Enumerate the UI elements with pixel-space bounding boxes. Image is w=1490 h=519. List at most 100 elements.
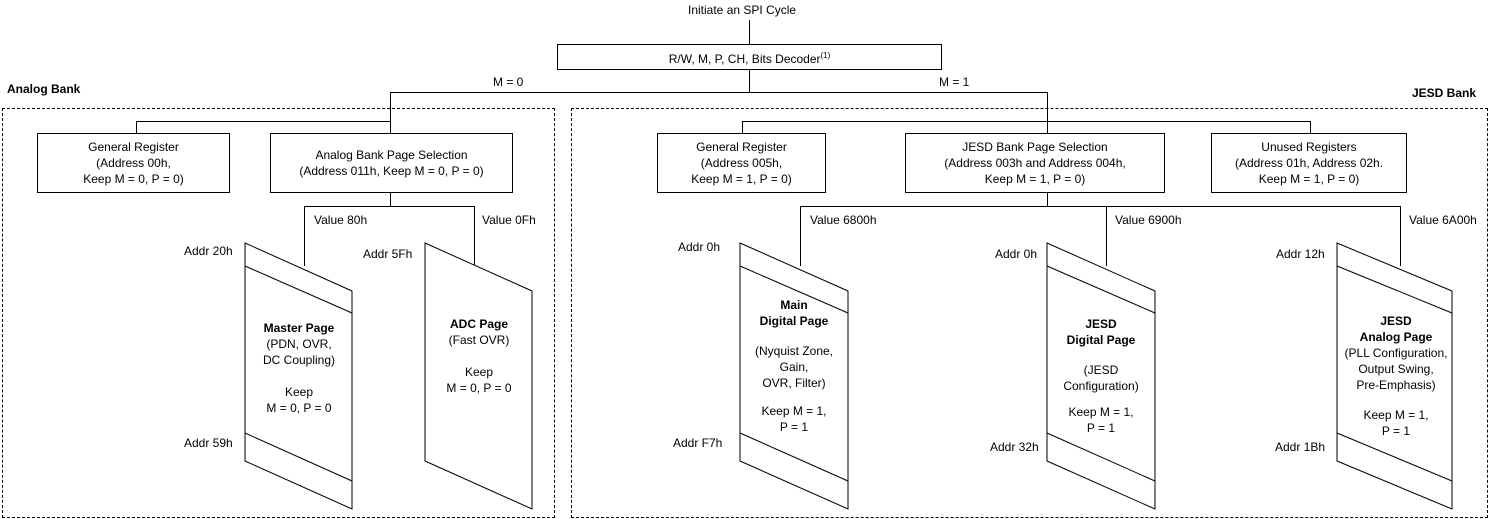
addr-label: Addr F7h [673, 436, 723, 450]
master-page-text: Master Page (PDN, OVR, DC Coupling) Keep… [245, 320, 353, 416]
connector [390, 121, 391, 133]
text-line: JESD Bank Page Selection [962, 140, 1108, 154]
value-label: Value 0Fh [482, 213, 536, 227]
text-line: (PLL Configuration, [1344, 346, 1448, 360]
jesd-general-register-box: General Register (Address 005h, Keep M =… [657, 133, 826, 193]
text-line: Keep M = 1, P = 0) [984, 172, 1086, 186]
text-line: (Address 003h and Address 004h, [944, 156, 1126, 170]
text-line: (Address 00h, [96, 156, 171, 170]
text-line: General Register [88, 140, 179, 154]
branch-label-m0: M = 0 [493, 75, 524, 89]
text-line: P = 1 [779, 420, 809, 434]
value-label: Value 6800h [810, 213, 877, 227]
addr-label: Addr 0h [995, 247, 1038, 261]
value-label: Value 80h [314, 213, 368, 227]
text-line: General Register [696, 140, 787, 154]
text-line: (Address 011h, Keep M = 0, P = 0) [299, 164, 484, 178]
jesd-page-selection-box: JESD Bank Page Selection (Address 003h a… [905, 133, 1165, 193]
text-line: (Nyquist Zone, [754, 344, 834, 358]
connector [304, 206, 305, 266]
decoder-label: R/W, M, P, CH, Bits Decoder [668, 51, 821, 66]
page-title: Main [780, 298, 808, 312]
page-title: JESD [1380, 314, 1412, 328]
text-line: (JESD [1083, 363, 1119, 377]
text-line: OVR, Filter) [762, 376, 826, 390]
text-line: M = 0, P = 0 [266, 401, 332, 415]
text-line: M = 0, P = 0 [446, 381, 512, 395]
main-digital-page-shape [739, 242, 849, 510]
diagram-title: Initiate an SPI Cycle [688, 3, 797, 17]
text-line: Keep M = 1, P = 0) [1258, 172, 1360, 186]
connector [1400, 206, 1401, 266]
decoder-box: R/W, M, P, CH, Bits Decoder(1) [557, 44, 942, 70]
text-line: Output Swing, [1358, 362, 1434, 376]
connector [800, 206, 801, 266]
text-line: (Fast OVR) [448, 333, 510, 347]
jesd-bank-label: JESD Bank [1412, 86, 1477, 100]
connector [304, 206, 475, 207]
connector [136, 121, 137, 133]
text-line: (PDN, OVR, [266, 337, 332, 351]
text-line: Configuration) [1063, 379, 1139, 393]
connector [1047, 121, 1048, 133]
text-line: Keep M = 1, [1363, 408, 1429, 422]
analog-general-register-box: General Register (Address 00h, Keep M = … [37, 133, 230, 193]
analog-bank-region [2, 108, 555, 518]
addr-label: Addr 32h [990, 440, 1039, 454]
text-line: Keep [464, 365, 494, 379]
master-page-shape [244, 242, 353, 510]
connector [742, 121, 743, 133]
adc-page-text: ADC Page (Fast OVR) Keep M = 0, P = 0 [425, 316, 533, 396]
connector [800, 206, 1401, 207]
connector [390, 192, 391, 207]
page-title: Analog Page [1359, 330, 1433, 344]
jesd-digital-page-shape [1046, 242, 1156, 510]
connector [742, 121, 1311, 122]
connector [1047, 192, 1048, 207]
text-line: Gain, [779, 360, 809, 374]
jesd-bank-region [571, 108, 1488, 518]
connector [749, 20, 750, 45]
analog-bank-label: Analog Bank [7, 82, 81, 96]
addr-label: Addr 20h [184, 244, 233, 258]
jesd-digital-page-text: JESD Digital Page (JESD Configuration) K… [1045, 316, 1157, 436]
decoder-footnote: (1) [820, 50, 831, 60]
text-line: Unused Registers [1261, 140, 1357, 154]
text-line: DC Coupling) [262, 353, 336, 367]
analog-page-selection-box: Analog Bank Page Selection (Address 011h… [270, 133, 513, 193]
addr-label: Addr 0h [678, 240, 721, 254]
page-title: Digital Page [759, 314, 829, 328]
page-title: ADC Page [449, 317, 508, 331]
jesd-analog-page-shape [1336, 242, 1453, 510]
connector [390, 92, 1048, 93]
connector [136, 121, 391, 122]
connector [1310, 121, 1311, 133]
text-line: Keep M = 1, P = 0) [691, 172, 792, 186]
addr-label: Addr 1Bh [1275, 440, 1326, 454]
text-line: Pre-Emphasis) [1356, 378, 1436, 392]
text-line: Keep [284, 385, 314, 399]
page-title: Master Page [263, 321, 335, 335]
addr-label: Addr 59h [184, 436, 233, 450]
connector [390, 92, 391, 122]
text-line: P = 1 [1381, 424, 1411, 438]
text-line: (Address 005h, [700, 156, 783, 170]
addr-label: Addr 5Fh [363, 247, 413, 261]
jesd-analog-page-text: JESD Analog Page (PLL Configuration, Out… [1337, 313, 1455, 439]
text-line: Keep M = 1, [1068, 405, 1134, 419]
text-line: (Address 01h, Address 02h. [1234, 156, 1384, 170]
adc-page-shape [424, 242, 533, 510]
connector [1106, 206, 1107, 266]
value-label: Value 6900h [1115, 213, 1182, 227]
text-line: Keep M = 0, P = 0) [83, 172, 184, 186]
page-title: JESD [1085, 317, 1117, 331]
jesd-unused-registers-box: Unused Registers (Address 01h, Address 0… [1211, 133, 1407, 193]
connector [749, 69, 750, 93]
text-line: Analog Bank Page Selection [315, 148, 468, 162]
text-line: P = 1 [1086, 421, 1116, 435]
value-label: Value 6A00h [1409, 213, 1477, 227]
text-line: Keep M = 1, [761, 404, 827, 418]
connector [1047, 92, 1048, 122]
connector [474, 206, 475, 266]
